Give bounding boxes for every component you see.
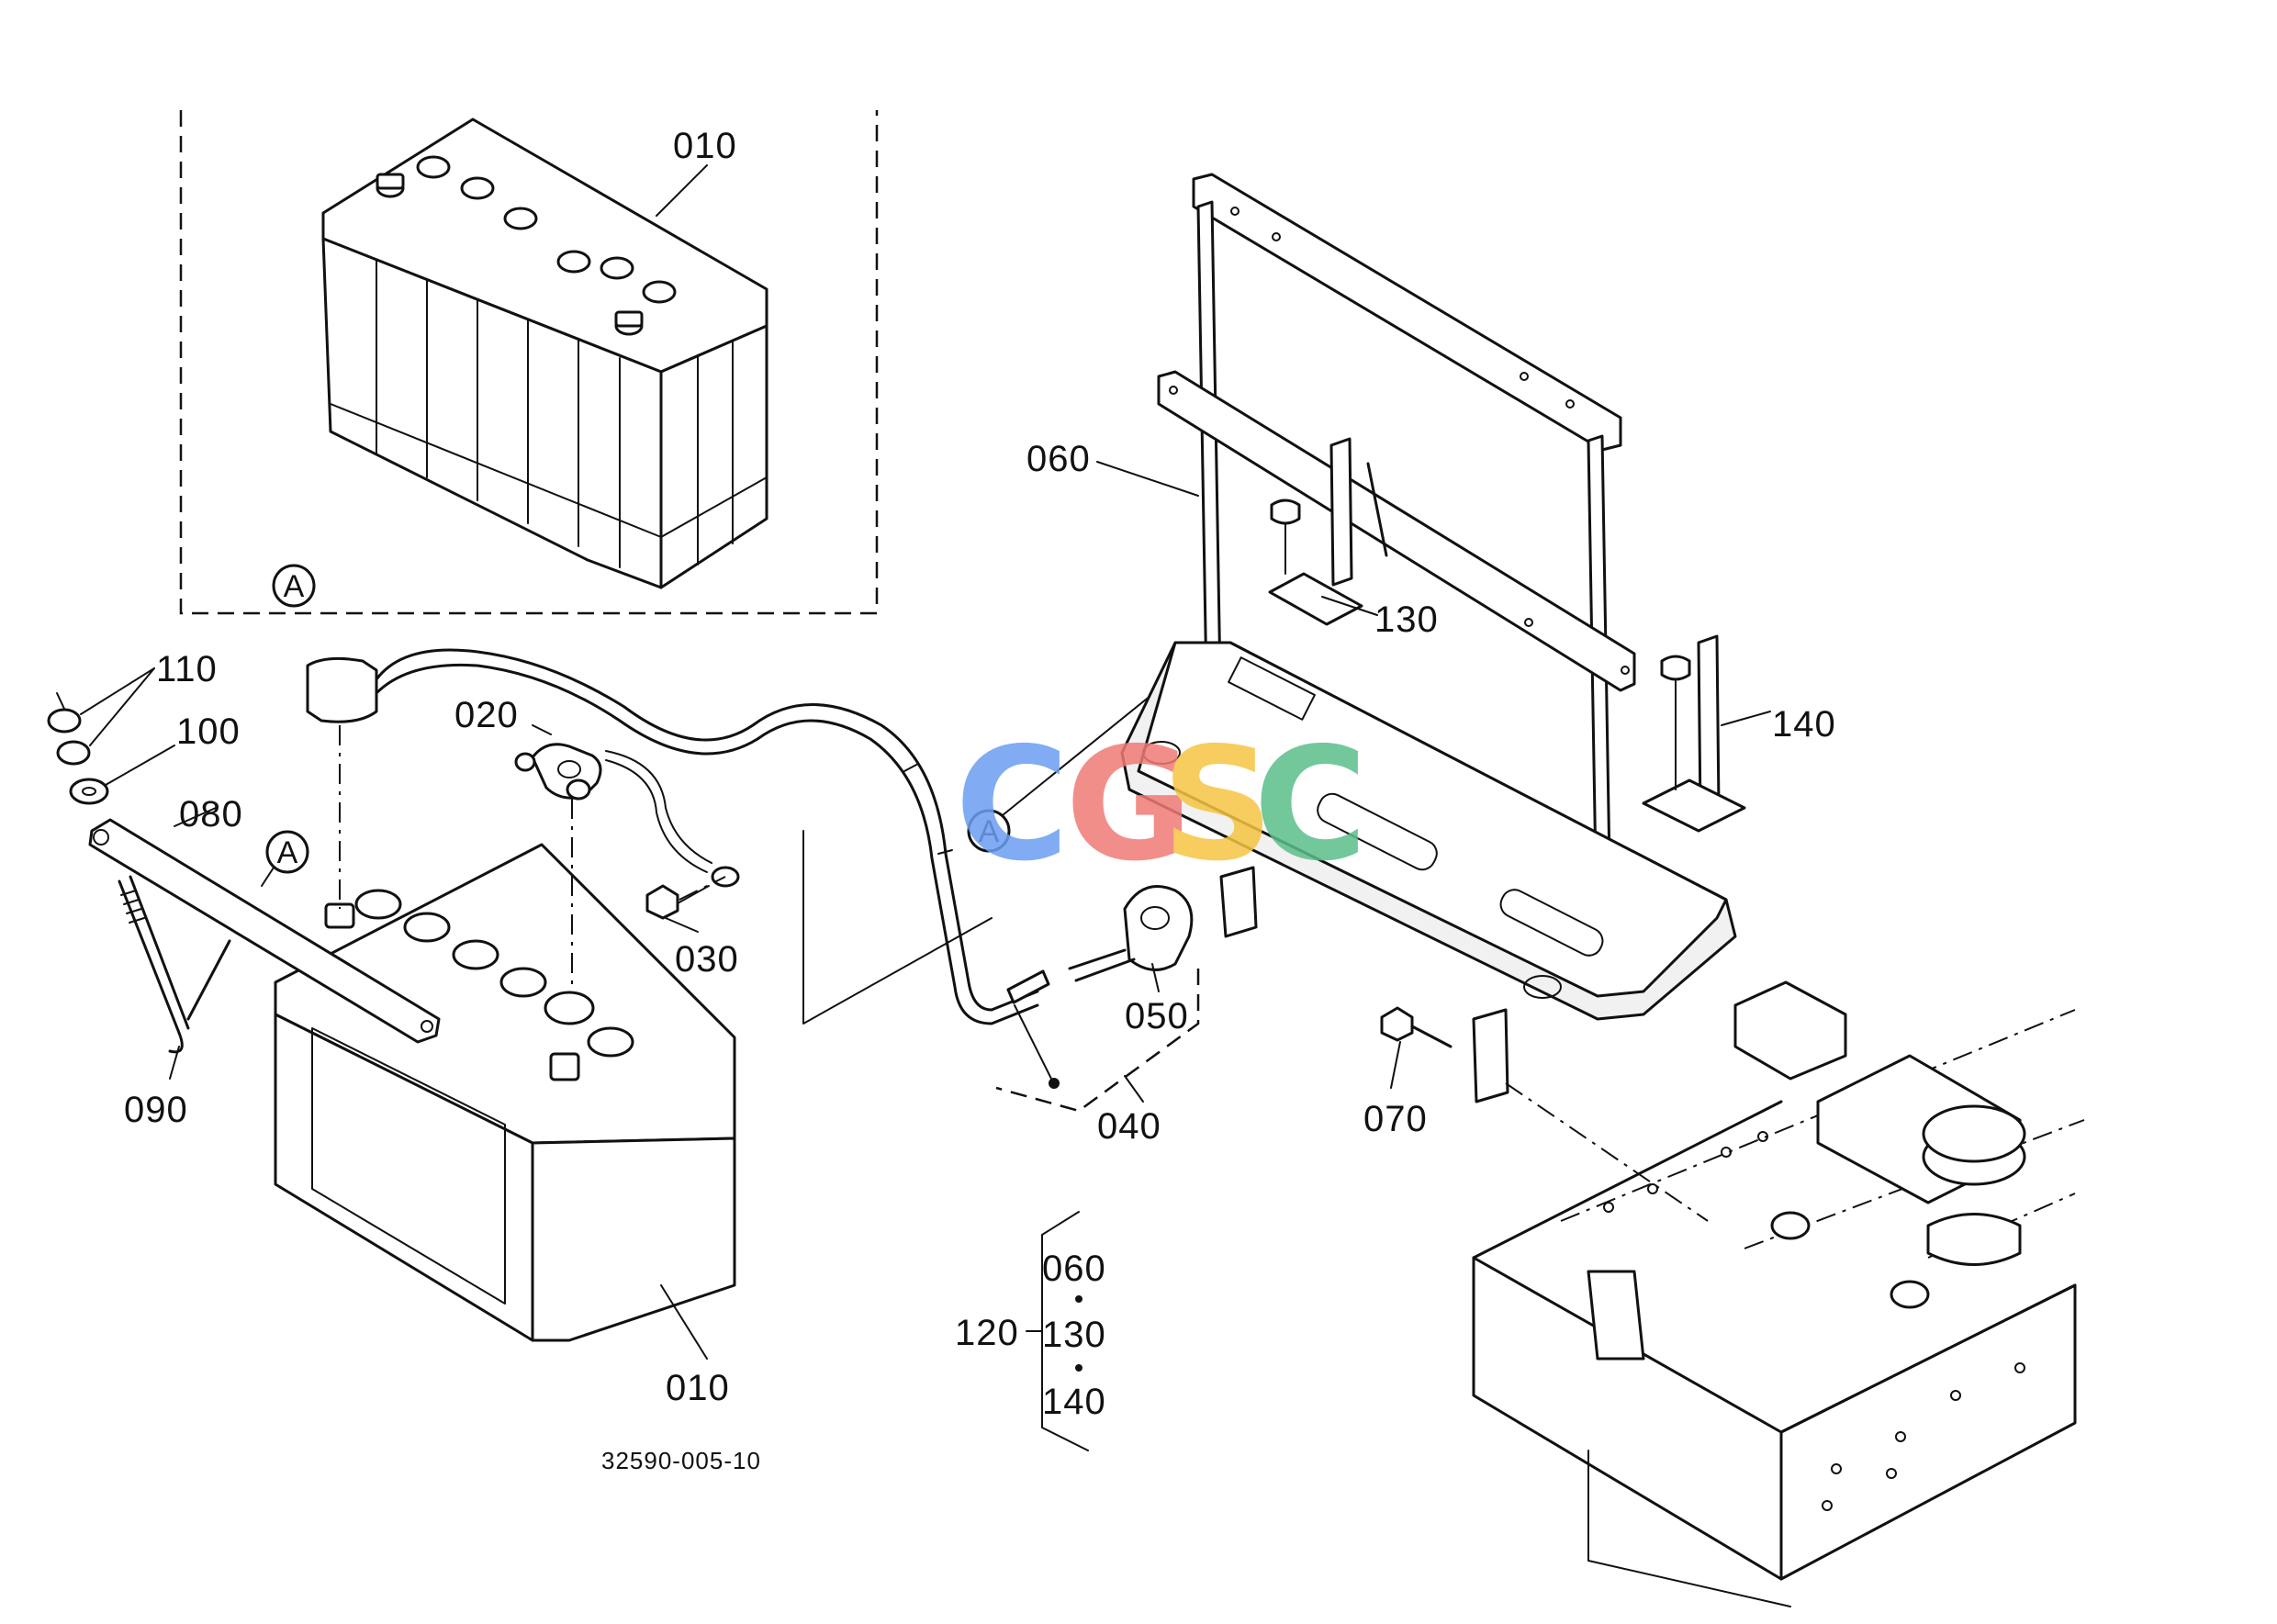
nuts-110 [47, 692, 91, 766]
bolt-030 [645, 884, 710, 920]
watermark-letter-c2: C [1253, 714, 1368, 896]
drawing-code: 32590-005-10 [601, 1447, 761, 1474]
terminal-boot-050 [1068, 885, 1194, 982]
bolt-070 [1380, 1006, 1453, 1048]
callout-050: 050 [1125, 996, 1189, 1036]
callout-130: 130 [1374, 599, 1439, 640]
detail-box-a [179, 110, 879, 615]
callout-010-bottom: 010 [666, 1368, 730, 1408]
watermark-letter-g: G [1065, 714, 1194, 896]
callout-100: 100 [176, 711, 241, 752]
callout-030: 030 [675, 939, 739, 980]
callout-120: 120 [955, 1313, 1019, 1353]
assembly-member-140: 140 [1042, 1382, 1106, 1422]
watermark-logo: C G S C [955, 714, 1368, 896]
assembly-120: 120 060 130 140 [955, 1211, 1106, 1451]
battery-main-010 [274, 843, 736, 1342]
cable-end-040 [1006, 969, 1060, 1089]
callout-040: 040 [1097, 1106, 1161, 1147]
battery-detail-010 [321, 118, 768, 589]
battery-cable-020 [375, 648, 1039, 1025]
j-bolt-090 [118, 875, 231, 1054]
bracket-130 [1268, 437, 1388, 626]
svg-text:A: A [979, 814, 1000, 849]
machine-frame [1472, 980, 2085, 1607]
assembly-member-060: 060 [1042, 1249, 1106, 1289]
callout-090: 090 [124, 1090, 188, 1130]
cable-clamp [514, 743, 602, 801]
callout-110: 110 [156, 649, 218, 689]
washer-100 [69, 778, 109, 805]
detail-marker-a-base: A [967, 667, 1185, 853]
detail-marker-a-bar: A [261, 830, 309, 887]
callout-010-top: 010 [673, 126, 737, 166]
svg-text:A: A [277, 835, 298, 870]
watermark-letter-s: S [1161, 714, 1273, 896]
bracket-140 [1642, 634, 1746, 833]
callout-140: 140 [1772, 704, 1836, 745]
callout-080: 080 [179, 794, 243, 834]
terminal-cover [306, 656, 378, 723]
detail-marker-a-box: A [272, 564, 316, 608]
assembly-member-130: 130 [1042, 1315, 1106, 1355]
callout-070: 070 [1363, 1099, 1428, 1139]
hold-down-bar-080 [88, 818, 441, 1044]
callout-020: 020 [454, 695, 519, 735]
svg-text:A: A [284, 569, 305, 604]
callout-060: 060 [1026, 439, 1091, 479]
watermark-letter-c1: C [955, 714, 1070, 896]
battery-base-plate [1120, 641, 1737, 1103]
